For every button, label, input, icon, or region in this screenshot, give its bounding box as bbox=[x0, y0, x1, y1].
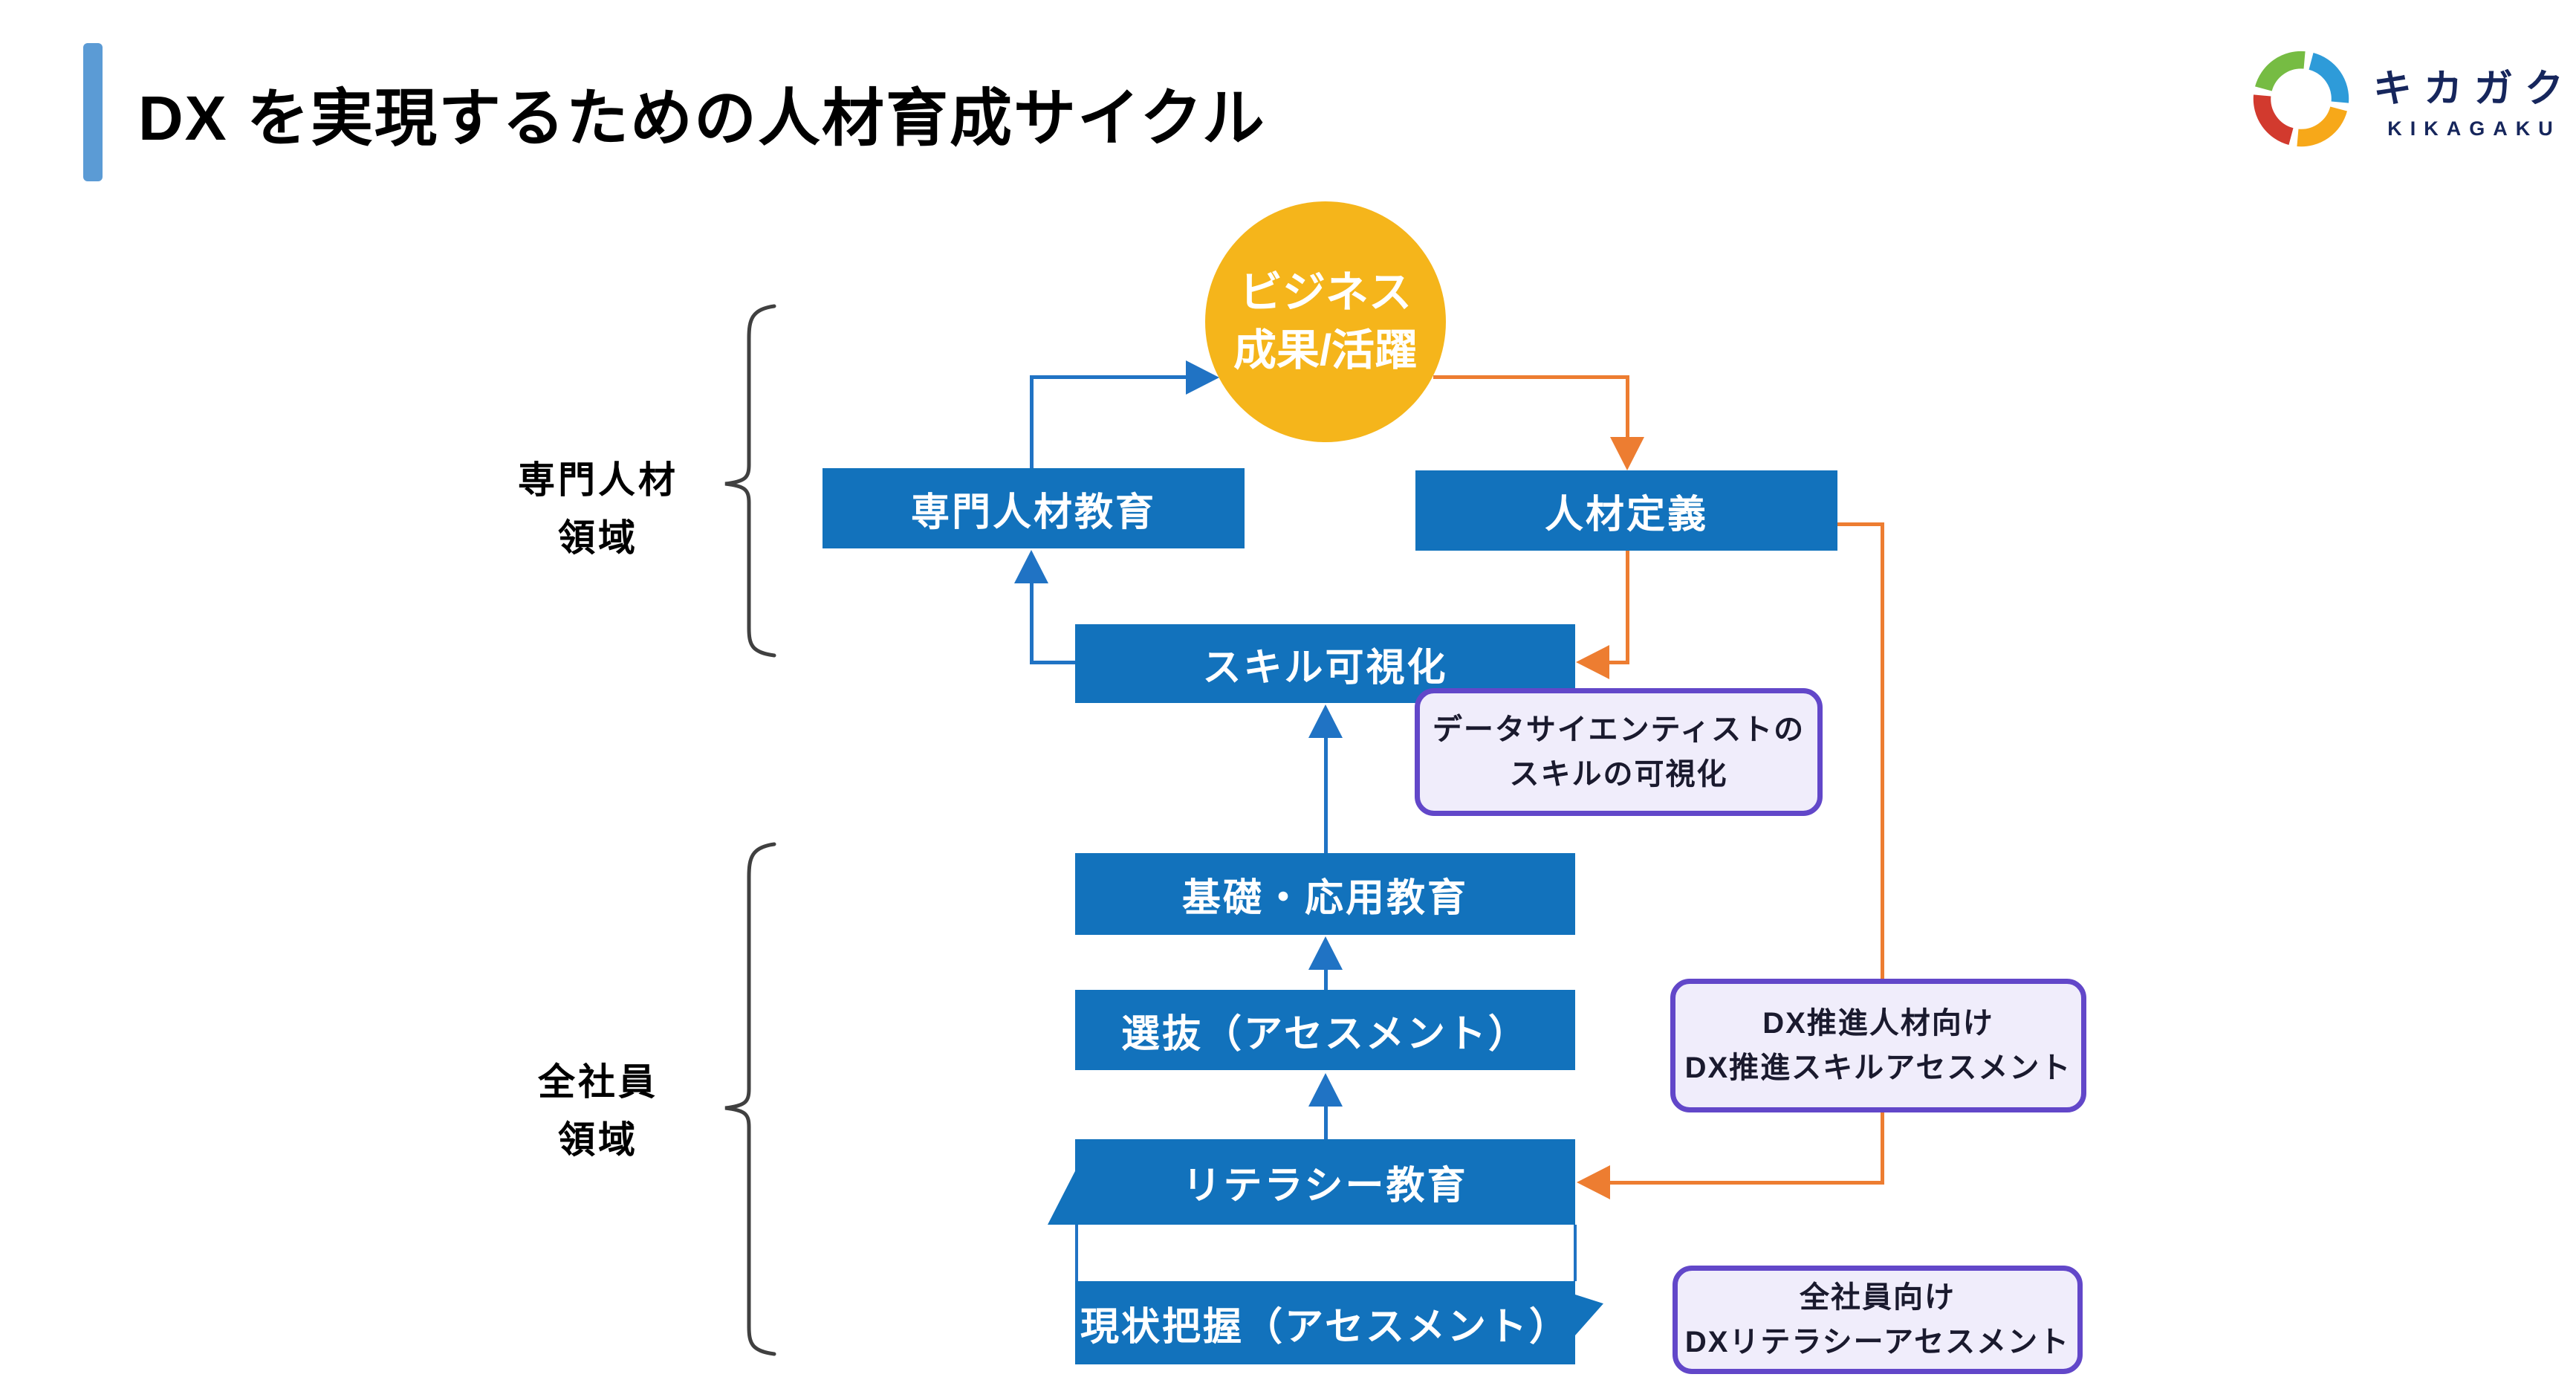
arrowhead-into-senmon bbox=[1014, 550, 1048, 583]
connector-teigi-to-literacy-horizontal bbox=[1607, 1181, 1884, 1185]
callout-line2: DXリテラシーアセスメント bbox=[1684, 1326, 2071, 1358]
callout-line1: データサイエンティストの bbox=[1432, 713, 1806, 746]
connector-literacy-to-senbatsu bbox=[1324, 1105, 1328, 1139]
title-accent-bar bbox=[83, 43, 103, 181]
connector-teigi-to-kashika-horizontal bbox=[1606, 661, 1629, 664]
box-jinzai-teigi: 人材定義 bbox=[1415, 470, 1837, 551]
arrowhead-into-teigi bbox=[1610, 437, 1644, 470]
connector-senmon-to-circle-vertical bbox=[1030, 375, 1034, 470]
box-label: 人材定義 bbox=[1544, 493, 1708, 537]
box-label: 現状把握（アセスメント） bbox=[1080, 1305, 1570, 1349]
arrowhead-into-literacy bbox=[1577, 1165, 1610, 1199]
connector-senbatsu-to-kiso bbox=[1324, 968, 1328, 990]
box-label: スキル可視化 bbox=[1202, 646, 1448, 690]
connector-genjo-to-literacy-left bbox=[1075, 1225, 1078, 1281]
callout-line2: スキルの可視化 bbox=[1509, 758, 1728, 791]
kikagaku-logo: キカガク KIKAGAKU bbox=[2250, 48, 2575, 150]
arrowhead-into-kiso bbox=[1308, 936, 1343, 970]
up-arrow-corner-right bbox=[1575, 1295, 1603, 1335]
callout-line1: DX推進人材向け bbox=[1762, 1007, 1994, 1040]
connector-kiso-to-kashika bbox=[1324, 736, 1328, 853]
connector-teigi-to-kashika-vertical bbox=[1626, 551, 1629, 662]
connector-genjo-to-literacy-right bbox=[1574, 1225, 1577, 1281]
logo-name-jp: キカガク bbox=[2373, 68, 2576, 111]
box-label: 専門人材教育 bbox=[910, 490, 1156, 534]
arrowhead-into-senbatsu bbox=[1308, 1073, 1343, 1107]
connector-senmon-to-circle-horizontal bbox=[1030, 375, 1187, 379]
box-label: 基礎・応用教育 bbox=[1181, 876, 1468, 920]
box-senbatsu-assessment: 選抜（アセスメント） bbox=[1075, 990, 1575, 1070]
circle-label-line1: ビジネス bbox=[1239, 268, 1412, 317]
callout-line1: 全社員向け bbox=[1800, 1281, 1956, 1314]
box-literacy-kyoiku: リテラシー教育 bbox=[1075, 1139, 1575, 1225]
circle-label-line2: 成果/活躍 bbox=[1233, 326, 1418, 375]
region-label-senmon-jinzai: 専門人材 領域 bbox=[487, 452, 710, 567]
kikagaku-swirl-icon bbox=[2253, 51, 2349, 147]
box-label: 選抜（アセスメント） bbox=[1121, 1012, 1529, 1056]
region-label-zenshain: 全社員 領域 bbox=[487, 1054, 710, 1169]
logo-name-en: KIKAGAKU bbox=[2387, 117, 2561, 140]
bracket-zenshain-area bbox=[724, 842, 776, 1356]
arrowhead-into-kashika-right bbox=[1576, 645, 1609, 679]
callout-zenshain-literacy-assessment: 全社員向け DXリテラシーアセスメント bbox=[1673, 1266, 2083, 1374]
box-label: リテラシー教育 bbox=[1182, 1164, 1468, 1208]
box-genjo-haaku-assessment: 現状把握（アセスメント） bbox=[1075, 1281, 1575, 1364]
arrowhead-into-kashika bbox=[1308, 704, 1343, 738]
connector-circle-to-teigi-horizontal bbox=[1433, 375, 1627, 379]
up-arrow-corner-left bbox=[1048, 1167, 1077, 1225]
connector-teigi-to-literacy-top bbox=[1837, 522, 1884, 526]
callout-data-scientist-skill: データサイエンティストの スキルの可視化 bbox=[1415, 688, 1823, 816]
kikagaku-logotype: キカガク KIKAGAKU bbox=[2373, 57, 2575, 140]
bracket-senmon-area bbox=[724, 304, 776, 658]
connector-circle-to-teigi-vertical bbox=[1626, 375, 1629, 438]
page-title: DX を実現するための人材育成サイクル bbox=[138, 83, 1266, 153]
business-outcome-circle: ビジネス 成果/活躍 bbox=[1205, 201, 1446, 442]
connector-kashika-to-senmon-horizontal bbox=[1030, 661, 1077, 664]
box-kiso-oyo-kyoiku: 基礎・応用教育 bbox=[1075, 853, 1575, 935]
region-label-line1: 全社員 bbox=[538, 1061, 658, 1103]
callout-dx-suishin-assessment: DX推進人材向け DX推進スキルアセスメント bbox=[1670, 979, 2086, 1112]
region-label-line2: 領域 bbox=[558, 1118, 638, 1161]
box-senmon-jinzai-kyoiku: 専門人材教育 bbox=[823, 468, 1245, 548]
region-label-line1: 専門人材 bbox=[518, 459, 678, 501]
region-label-line2: 領域 bbox=[558, 516, 638, 559]
connector-teigi-to-literacy-vertical bbox=[1881, 522, 1884, 1185]
callout-line2: DX推進スキルアセスメント bbox=[1684, 1052, 2072, 1084]
connector-kashika-to-senmon-vertical bbox=[1030, 581, 1034, 663]
